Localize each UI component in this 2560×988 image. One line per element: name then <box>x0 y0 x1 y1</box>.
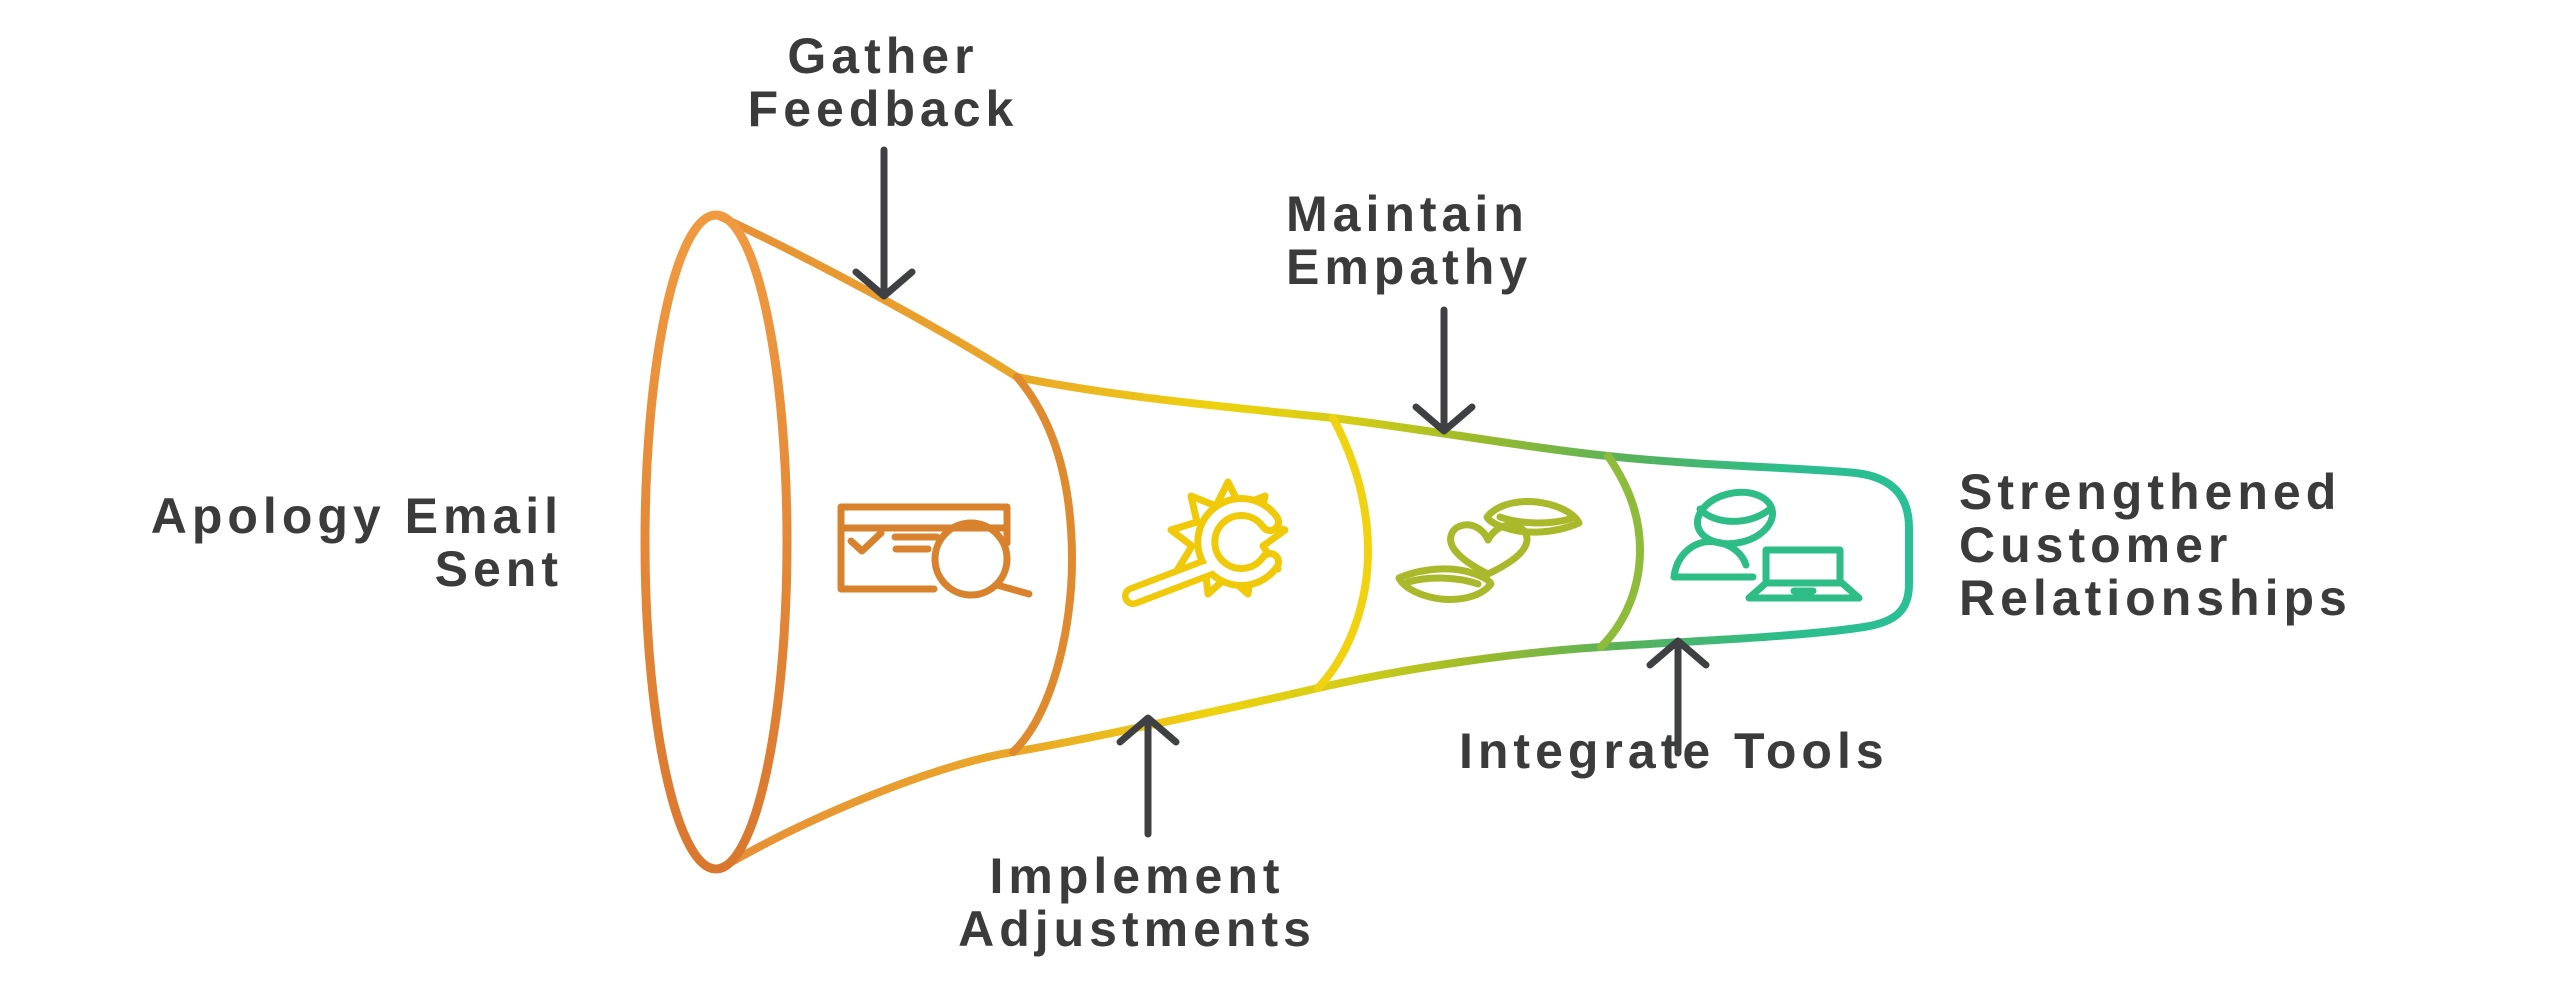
arrow-head-up <box>1116 714 1180 746</box>
stage-divider-1 <box>1009 373 1077 756</box>
label-line: Customer <box>1959 517 2233 573</box>
maintain-empathy-arrow <box>1412 306 1476 435</box>
magnifier-handle <box>993 581 1033 598</box>
label-line: Sent <box>434 541 563 597</box>
callout-label-integrate-tools: Integrate Tools <box>1459 725 1889 778</box>
heart-outline <box>1447 521 1531 578</box>
person-head-swoosh <box>1696 505 1774 525</box>
label-line: Empathy <box>1286 239 1533 295</box>
hand-top-finger-line <box>1496 513 1574 527</box>
arrow-head-down <box>852 268 916 300</box>
magnifier-lens <box>931 519 1011 599</box>
implement-adjustments-arrow <box>1116 714 1180 838</box>
gather-feedback-arrow <box>852 146 916 300</box>
funnel-mouth-ellipse <box>640 210 792 874</box>
person-shoulders <box>1670 538 1750 581</box>
person-laptop-icon <box>1670 488 1863 602</box>
hand-bottom-finger-line <box>1404 574 1482 588</box>
label-line: Strengthened <box>1959 464 2342 520</box>
hands-heart-icon <box>1395 498 1583 603</box>
label-line: Implement <box>989 848 1285 904</box>
window-frame <box>837 503 1011 593</box>
integrate-tools-arrow <box>1646 637 1710 757</box>
browser-search-icon <box>837 503 1033 599</box>
wrench-gear-icon <box>1122 478 1289 607</box>
check-mark <box>847 529 885 555</box>
hand-bottom <box>1395 565 1495 603</box>
callout-label-maintain-empathy: Maintain Empathy <box>1286 188 1532 294</box>
wrench-jaw-inner <box>1201 502 1275 582</box>
stage-divider-2 <box>1314 414 1373 692</box>
laptop-screen <box>1762 546 1844 587</box>
callout-label-gather-feedback: Gather Feedback <box>748 30 1019 136</box>
stage-divider-3 <box>1597 452 1645 651</box>
label-line: Gather <box>787 28 979 84</box>
callout-label-implement-adjustments: Implement Adjustments <box>958 850 1316 956</box>
outcome-label-strengthened-customer-relationships: Strengthened Customer Relationships <box>1959 466 2352 625</box>
funnel-outline <box>715 212 1913 872</box>
label-line: Maintain <box>1286 186 1529 242</box>
label-line: Apology Email <box>150 488 563 544</box>
arrow-head-up <box>1646 637 1710 669</box>
wrench-handle-inner <box>1128 561 1217 601</box>
label-line: Relationships <box>1959 570 2352 626</box>
label-line: Adjustments <box>958 901 1316 957</box>
laptop-base <box>1745 579 1863 602</box>
arrow-head-down <box>1412 403 1476 435</box>
label-line: Integrate Tools <box>1459 723 1889 779</box>
callout-arrows <box>852 146 1710 838</box>
label-line: Feedback <box>747 81 1019 137</box>
entry-label-apology-email-sent: Apology Email Sent <box>151 490 563 596</box>
